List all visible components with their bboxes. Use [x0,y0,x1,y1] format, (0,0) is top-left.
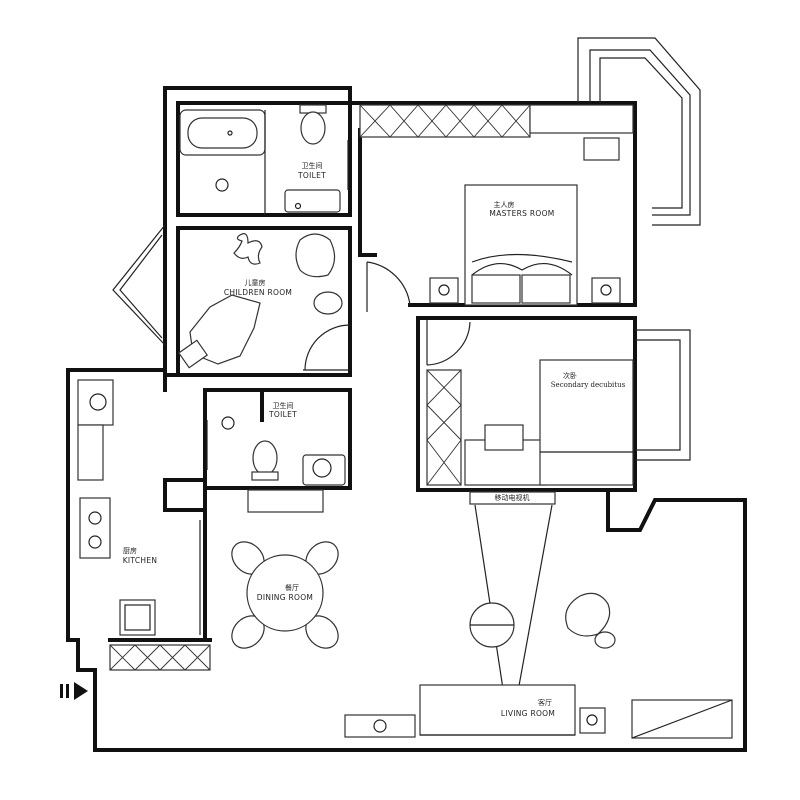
dining-room: 餐厅 DINING ROOM [231,489,339,649]
kitchen: 厨房 KITCHEN [77,379,211,671]
tv-stand [469,491,556,505]
kitchen-sink [119,599,156,636]
bay-window-children [112,224,166,346]
pouf [313,291,343,315]
secondary-bed [539,359,634,486]
nightstand-right [591,277,621,304]
stove [79,497,111,559]
living-room: 移动电视机 客厅 LIVING ROOM [344,491,733,739]
secondary-room: 次卧 Secondary decubitus [426,359,634,486]
masters-en-label: MASTERS ROOM [489,209,554,218]
masters-cn-label: 主人房 [494,200,515,209]
sink-upper [284,189,341,213]
lower-toilet: 卫生间 TOILET [221,401,346,486]
dining-en-label: DINING ROOM [257,593,313,602]
children-cn-label: 儿童房 [245,278,266,287]
toilet-upper-en-label: TOILET [297,171,326,180]
armchair [565,592,611,637]
beanbag-chair [295,233,336,278]
secondary-cn-label: 次卧 [563,371,577,380]
tv-label: 移动电视机 [495,493,530,502]
master-room: 主人房 MASTERS ROOM [359,104,634,306]
toilet-lower-cn-label: 卫生间 [273,401,294,410]
dining-table [246,554,324,632]
entrance-arrow-icon [60,682,88,700]
dog-toy-icon [233,233,263,265]
balcony-secondary [635,329,691,461]
nightstand-left [429,277,459,304]
sofa [419,684,576,736]
toilet-bowl-lower [252,440,278,476]
exterior-walls [66,86,747,752]
children-room: 儿童房 CHILDREN ROOM [177,233,343,369]
console-table [344,714,416,738]
dining-cn-label: 餐厅 [285,583,299,592]
toilet-upper-cn-label: 卫生间 [302,161,323,170]
sink-lower [302,454,346,486]
wardrobe-secondary [426,369,462,486]
kitchen-cn-label: 厨房 [123,546,137,555]
children-en-label: CHILDREN ROOM [224,288,292,297]
living-en-label: LIVING ROOM [501,709,555,718]
upper-toilet: 卫生间 TOILET [179,104,341,215]
toilet-lower-en-label: TOILET [268,410,297,419]
kitchen-en-label: KITCHEN [123,556,158,565]
interior-walls [108,101,637,642]
secondary-en-label: Secondary decubitus [551,381,626,389]
balcony-master [577,37,701,226]
side-table [579,707,606,734]
wardrobe [359,104,531,138]
doors [199,140,471,635]
living-cn-label: 客厅 [538,698,552,707]
counter-cabinet [109,644,211,671]
sideboard [247,489,324,513]
